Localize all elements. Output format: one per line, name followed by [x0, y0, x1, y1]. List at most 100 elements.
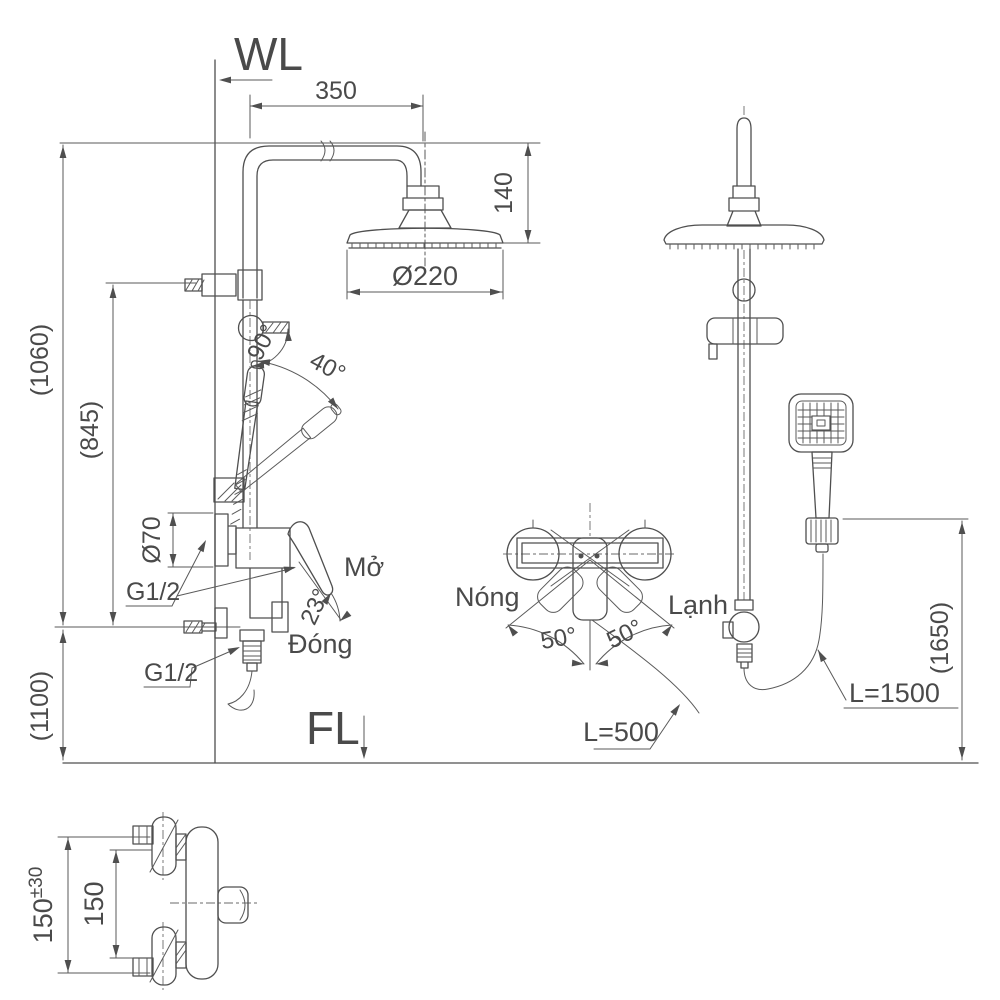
hand-shower-face-inner	[795, 400, 847, 446]
plan-top-hex	[132, 825, 154, 845]
angle-50-right-label: 50°	[602, 614, 646, 654]
head-connector-nuts	[402, 185, 444, 211]
plan-bottom-union-hatch	[175, 941, 187, 965]
handle-hatch	[265, 321, 289, 334]
arrow	[197, 538, 210, 553]
top-pipe	[736, 117, 752, 187]
dim-350-label: 350	[315, 77, 357, 105]
thread-lower-label: G1/2	[144, 659, 198, 687]
dim-150tol	[57, 836, 151, 974]
mixer-escutcheon	[214, 513, 237, 567]
mixer-plan-view	[57, 812, 258, 990]
holder-hatch	[217, 482, 244, 502]
overhead-shower-disc	[346, 227, 504, 249]
plan-top-hex-facets	[138, 825, 148, 845]
bracket-screw	[184, 278, 203, 292]
arrow	[958, 522, 966, 534]
arrow	[490, 288, 502, 296]
valve-outlet-ribs	[736, 648, 753, 658]
hand-shower-wand-tilted	[234, 403, 342, 493]
pivot-dot-right	[594, 553, 600, 559]
dim-220	[346, 249, 504, 300]
wall-bracket	[201, 269, 263, 301]
angle-legs	[505, 559, 675, 671]
arc-50-right	[595, 624, 673, 665]
mixer-lower-escutcheon	[214, 607, 228, 639]
angle-90-label: 90°	[242, 320, 283, 365]
arrow	[411, 102, 423, 110]
dim-220-label: Ø220	[392, 261, 458, 291]
head-escutcheon-cone	[398, 209, 452, 229]
arrow	[958, 747, 966, 759]
reference-lines	[54, 59, 979, 764]
dim-1060-label: (1060)	[26, 324, 54, 396]
spring-ribs	[242, 645, 262, 661]
lever-arc	[330, 592, 341, 622]
arrow	[360, 747, 368, 759]
spray-center-hole	[816, 419, 826, 427]
angle-40-label: 40°	[305, 347, 350, 388]
arrow	[64, 838, 72, 850]
spray-center-plate	[811, 415, 831, 431]
arrow	[670, 702, 683, 716]
arrow	[219, 76, 231, 84]
arrow	[524, 230, 532, 242]
arrow	[348, 288, 360, 296]
arrow	[227, 643, 242, 655]
front-hose-arc	[591, 619, 700, 714]
plan-top-slash	[149, 819, 179, 873]
arrow	[59, 747, 67, 759]
cold-label: Lạnh	[668, 590, 728, 620]
cross-bar	[516, 537, 664, 569]
thread-upper-label: G1/2	[126, 578, 180, 606]
stop-valve-lever	[722, 621, 734, 639]
supply-stub-hatch	[185, 621, 206, 634]
arrow	[284, 328, 292, 342]
wall-line-label: WL	[234, 28, 303, 80]
arrow	[595, 659, 609, 668]
plan-bottom-slash	[149, 929, 179, 983]
stop-valve-body	[728, 611, 760, 643]
arc-50-left	[507, 624, 585, 665]
floor-line-label: FL	[306, 702, 360, 754]
pipe-break-mark	[320, 140, 335, 162]
overhead-head-side	[663, 224, 825, 245]
lever-closed-line	[298, 561, 342, 621]
arrow	[109, 612, 117, 624]
disc-spray-hatch	[351, 242, 497, 249]
arrow	[169, 554, 177, 566]
plan-bottom-union	[175, 941, 187, 969]
arrow	[59, 612, 67, 624]
hand-shower-handle	[811, 451, 833, 519]
outlet-hose-curl	[227, 670, 255, 711]
arrow	[169, 514, 177, 526]
g12-lower-leader	[143, 647, 239, 688]
handle-rotated-left	[537, 566, 584, 613]
dim-845	[105, 282, 197, 626]
hand-shower-hose	[743, 553, 824, 691]
left-elevation	[183, 131, 504, 711]
plan-top-union	[175, 833, 187, 861]
arrow	[250, 102, 262, 110]
open-label: Mở	[344, 552, 384, 582]
pivot-dot-left	[578, 553, 584, 559]
handle-operation-view	[503, 503, 700, 714]
plan-spout	[217, 886, 249, 924]
arrow	[524, 144, 532, 156]
arrow	[112, 945, 120, 957]
arrow	[59, 146, 67, 158]
dim-pitch-label: 150	[79, 881, 109, 926]
angle-23-label: 23°	[295, 585, 335, 629]
stop-valve	[734, 599, 754, 611]
dim-1650	[842, 518, 969, 761]
handle-rotated-right	[596, 566, 643, 613]
slider-bracket	[706, 317, 784, 345]
dim-140-label: 140	[490, 172, 518, 214]
arrow	[571, 659, 585, 668]
plan-centerlines	[162, 812, 258, 990]
lever-open	[287, 521, 334, 596]
dim-150	[109, 849, 153, 959]
plan-top-union-hatch	[175, 833, 187, 857]
dim-350	[249, 94, 424, 142]
